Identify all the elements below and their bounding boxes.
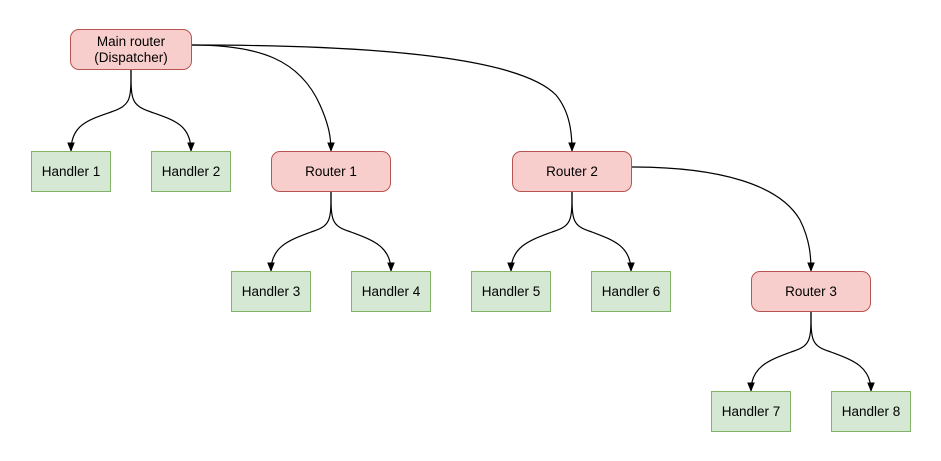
node-handler-4[interactable]: Handler 4	[351, 271, 431, 312]
node-router-1[interactable]: Router 1	[271, 151, 391, 192]
edges-group	[67, 44, 875, 392]
edge-router1-handler-3	[267, 191, 332, 272]
node-label-handler-7: Handler 7	[721, 403, 781, 419]
edge-router2-handler-5	[507, 191, 573, 272]
node-label-handler-1: Handler 1	[41, 163, 101, 179]
node-handler-1[interactable]: Handler 1	[31, 151, 111, 192]
node-label-router-2: Router 2	[546, 163, 598, 179]
node-label-router-1: Router 1	[305, 163, 357, 179]
edge-router3-handler-7	[747, 311, 812, 392]
node-label-main-router: Main router (Dispatcher)	[94, 33, 168, 65]
node-label-handler-3: Handler 3	[241, 283, 301, 299]
node-handler-8[interactable]: Handler 8	[831, 391, 911, 432]
node-router-2[interactable]: Router 2	[512, 151, 632, 192]
node-router-3[interactable]: Router 3	[751, 271, 871, 312]
edge-router3-handler-8	[810, 311, 875, 392]
edge-router1-handler-4	[330, 191, 395, 272]
node-label-handler-4: Handler 4	[361, 283, 421, 299]
edge-router2-router-3	[631, 166, 815, 272]
node-label-handler-5: Handler 5	[481, 283, 541, 299]
node-handler-7[interactable]: Handler 7	[711, 391, 791, 432]
node-handler-6[interactable]: Handler 6	[591, 271, 671, 312]
edge-main-router-2	[191, 44, 576, 152]
node-handler-5[interactable]: Handler 5	[471, 271, 551, 312]
edge-main-handler-2	[130, 69, 195, 152]
node-handler-2[interactable]: Handler 2	[151, 151, 231, 192]
node-label-handler-2: Handler 2	[161, 163, 221, 179]
edge-main-router-1	[191, 44, 335, 152]
edge-main-handler-1	[67, 69, 132, 152]
edge-router2-handler-6	[571, 191, 635, 272]
node-label-handler-6: Handler 6	[601, 283, 661, 299]
node-handler-3[interactable]: Handler 3	[231, 271, 311, 312]
node-label-router-3: Router 3	[785, 283, 837, 299]
node-label-handler-8: Handler 8	[841, 403, 901, 419]
node-main-router[interactable]: Main router (Dispatcher)	[70, 29, 192, 70]
